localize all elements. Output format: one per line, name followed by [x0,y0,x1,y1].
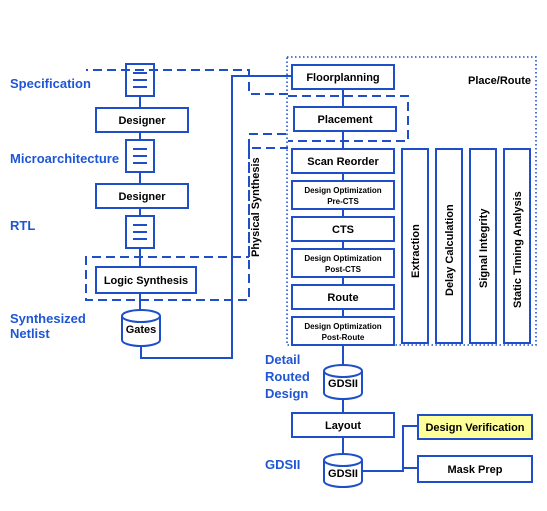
specification-document-icon [125,63,155,97]
physical-synthesis-text: Physical Synthesis [250,157,262,257]
gates-text: Gates [126,324,157,336]
designer-box-1 [95,107,189,133]
opt-pre-cts-text-1: Design Optimization [304,186,381,195]
delay-calculation-text: Delay Calculation [444,204,456,296]
delay-calculation-box [435,148,463,344]
opt-post-route-text-1: Design Optimization [304,322,381,331]
verification-connector [362,425,418,472]
scan-reorder-box [291,148,395,174]
cts-box [291,216,395,242]
design-verification-box [417,414,533,440]
microarchitecture-label: Microarchitecture [10,151,119,166]
design-verification-text: Design Verification [425,422,524,434]
design-optimization-post-cts-box [291,248,395,278]
signal-integrity-text: Signal Integrity [478,208,490,288]
layout-text: Layout [325,420,361,432]
detail-routed-design-label-line2: Routed [265,369,310,384]
gates-database-icon [121,309,161,347]
logic-synthesis-text: Logic Synthesis [104,275,188,287]
signal-integrity-box [469,148,497,344]
placement-text: Placement [317,114,372,126]
design-optimization-pre-cts-box [291,180,395,210]
rtl-document-icon [125,215,155,249]
gdsii-db-1-text: GDSII [328,378,358,390]
microarchitecture-document-icon [125,139,155,173]
floorplanning-box [291,64,395,90]
extraction-text: Extraction [410,224,422,278]
static-timing-analysis-text: Static Timing Analysis [512,191,524,308]
specification-label: Specification [10,76,91,91]
gdsii-database-icon-1 [323,364,363,400]
placement-box [293,106,397,132]
opt-pre-cts-text-2: Pre-CTS [327,197,359,206]
rtl-label: RTL [10,218,35,233]
static-timing-analysis-box [503,148,531,344]
cts-text: CTS [332,224,354,236]
opt-post-cts-text-2: Post-CTS [325,265,362,274]
mask-prep-box [417,455,533,483]
opt-post-cts-text-1: Design Optimization [304,254,381,263]
gdsii-label: GDSII [265,457,300,472]
mask-prep-text: Mask Prep [447,464,502,476]
floorplanning-text: Floorplanning [306,72,379,84]
synthesized-netlist-label-line1: Synthesized [10,311,86,326]
place-route-region [286,56,537,346]
extraction-box [401,148,429,344]
route-text: Route [327,292,358,304]
synthesized-netlist-label-line2: Netlist [10,326,50,341]
gdsii-db-2-text: GDSII [328,468,358,480]
detail-routed-design-label-line1: Detail [265,352,300,367]
designer-2-text: Designer [118,191,166,203]
designer-1-text: Designer [118,115,166,127]
scan-reorder-text: Scan Reorder [307,156,379,168]
detail-routed-design-label-line3: Design [265,386,308,401]
opt-post-route-text-2: Post-Route [322,333,365,342]
place-route-label: Place/Route [468,75,531,87]
gdsii-database-icon-2 [323,453,363,488]
designer-box-2 [95,183,189,209]
logic-synthesis-box [95,266,197,294]
netlist-to-floorplan-connector [140,75,292,359]
physical-synthesis-region [86,69,288,148]
route-box [291,284,395,310]
